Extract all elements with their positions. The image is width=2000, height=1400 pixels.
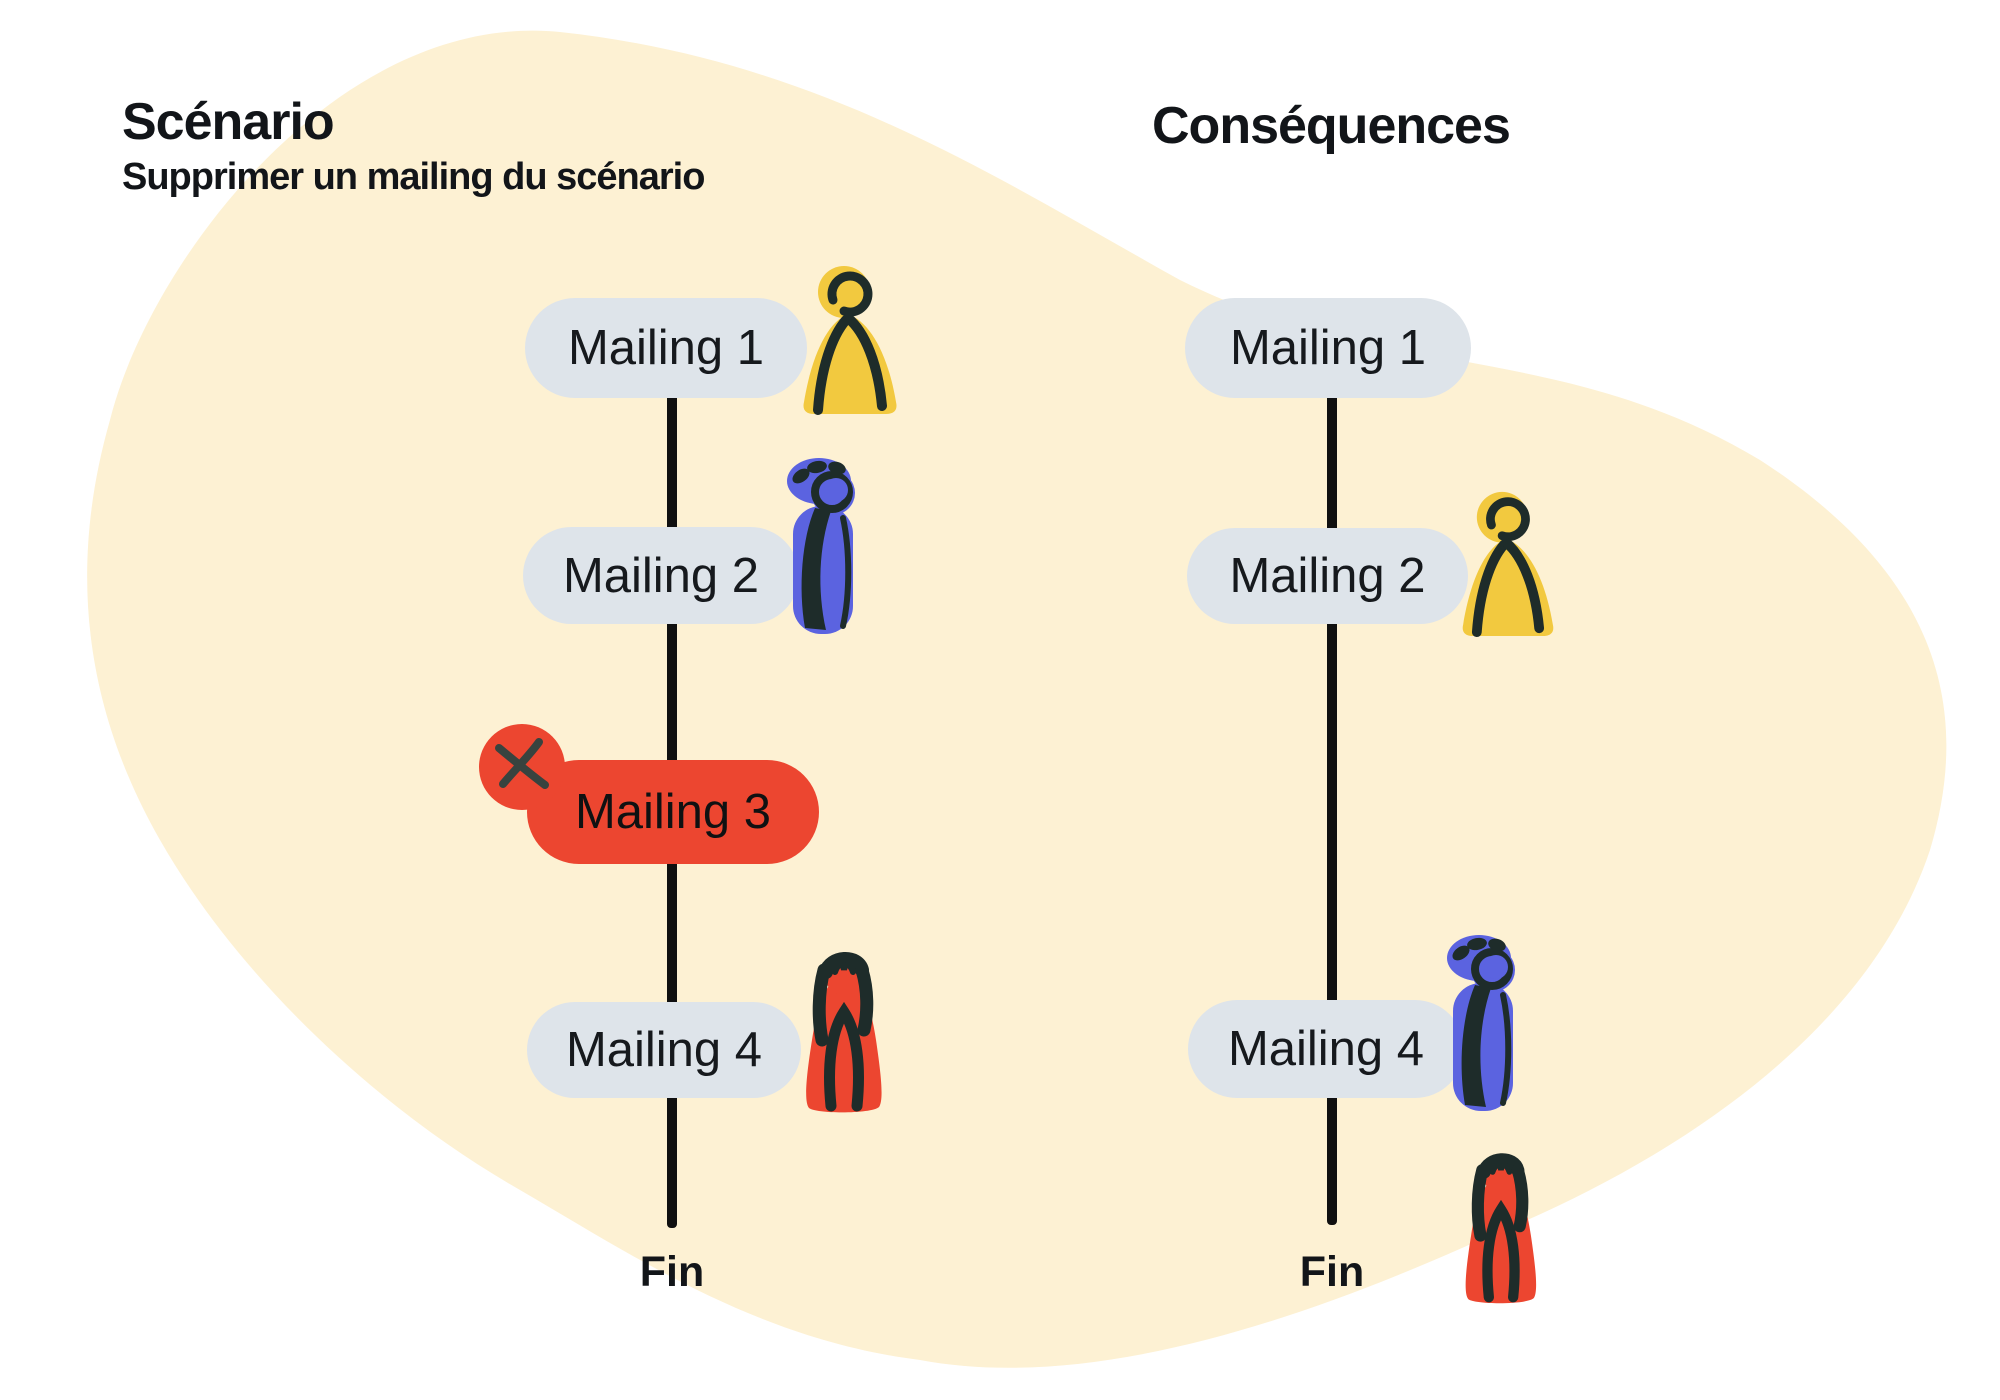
blue-person-icon [1447,935,1515,1111]
mailing-4-pill: Mailing 4 [527,1002,801,1098]
mailing-2-label: Mailing 2 [562,548,760,603]
consequences-timeline [1327,350,1337,1225]
mailing-1-pill: Mailing 1 [525,298,807,398]
blue-person-icon [787,458,855,634]
mailing-3-pill-deleted: Mailing 3 [527,760,819,864]
scenario-title: Scénario [122,93,335,151]
mailing-2-label-right: Mailing 2 [1229,549,1426,603]
mailing-1-label: Mailing 1 [567,321,765,375]
mailing-4-pill-right: Mailing 4 [1188,1000,1464,1098]
red-person-icon [806,952,882,1113]
yellow-person-icon [1462,491,1554,638]
mailing-1-pill-right: Mailing 1 [1185,298,1471,398]
scenario-subtitle: Supprimer un mailing du scénario [122,156,705,198]
mailing-3-label: Mailing 3 [574,785,772,839]
mailing-2-pill-right: Mailing 2 [1187,528,1468,624]
mailing-2-pill: Mailing 2 [523,527,799,624]
mailing-4-label: Mailing 4 [565,1023,763,1077]
consequences-end-label: Fin [1299,1248,1365,1296]
consequences-title: Conséquences [1152,97,1511,155]
x-mark-icon [479,724,565,810]
red-person-icon [1465,1153,1537,1304]
scenario-end-label: Fin [639,1248,705,1296]
yellow-person-icon [803,266,897,415]
mailing-1-label-right: Mailing 1 [1229,321,1427,375]
mailing-4-label-right: Mailing 4 [1227,1022,1425,1076]
